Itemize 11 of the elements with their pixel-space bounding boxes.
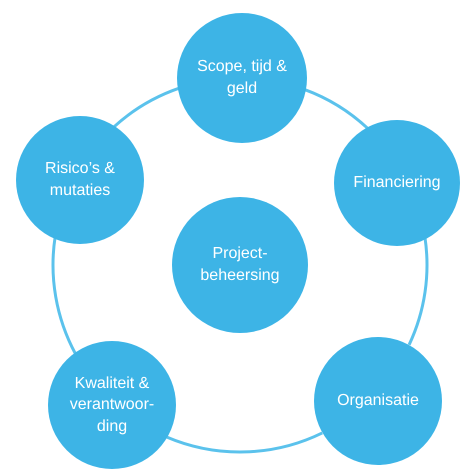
ring-connector	[408, 237, 428, 346]
ring-connector	[166, 432, 323, 454]
topic-label: Scope, tijd & geld	[196, 57, 288, 99]
ring-connector	[52, 236, 77, 354]
topic-label: Project-beheersing	[199, 244, 281, 286]
topic-label: Risico’s & mutaties	[44, 159, 116, 201]
topic-label: Organisatie	[336, 391, 420, 412]
ring-connector	[304, 88, 370, 130]
topic-label: Kwaliteit & verantwoor-ding	[68, 374, 156, 437]
topic-label: Financiering	[352, 173, 442, 194]
ring-connector	[112, 86, 180, 129]
